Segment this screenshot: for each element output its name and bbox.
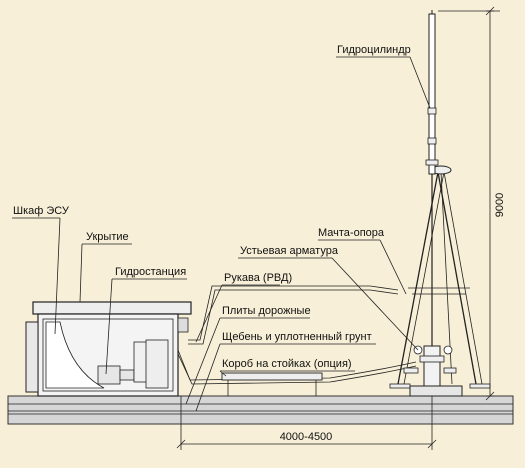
label-road-plates: Плиты дорожные [222, 305, 311, 317]
label-cover: Укрытие [86, 231, 129, 243]
height-dimension: 9000 [438, 6, 506, 401]
label-esu-cabinet: Шкаф ЭСУ [13, 205, 70, 217]
callouts: Гидроцилиндр Шкаф ЭСУ Укрытие Гидростанц… [12, 44, 431, 412]
label-hydrostation: Гидростанция [115, 266, 186, 278]
ground [7, 395, 514, 425]
distance-dimension-label: 4000-4500 [280, 431, 333, 443]
mast-tripod [389, 10, 491, 389]
label-gravel: Щебень и уплотненный грунт [222, 331, 372, 343]
label-hydrocylinder: Гидроцилиндр [337, 44, 411, 56]
box-on-stands [221, 372, 323, 396]
wellhead [403, 345, 463, 397]
label-box: Короб на стойках (опция) [222, 358, 352, 370]
label-mast: Мачта-опора [318, 227, 385, 239]
label-hoses: Рукава (РВД) [224, 272, 292, 284]
height-dimension-label: 9000 [494, 193, 506, 217]
label-wellhead: Устьевая арматура [240, 245, 339, 257]
cover-cabinet [25, 301, 192, 397]
distance-dimension: 4000-4500 [176, 396, 437, 450]
